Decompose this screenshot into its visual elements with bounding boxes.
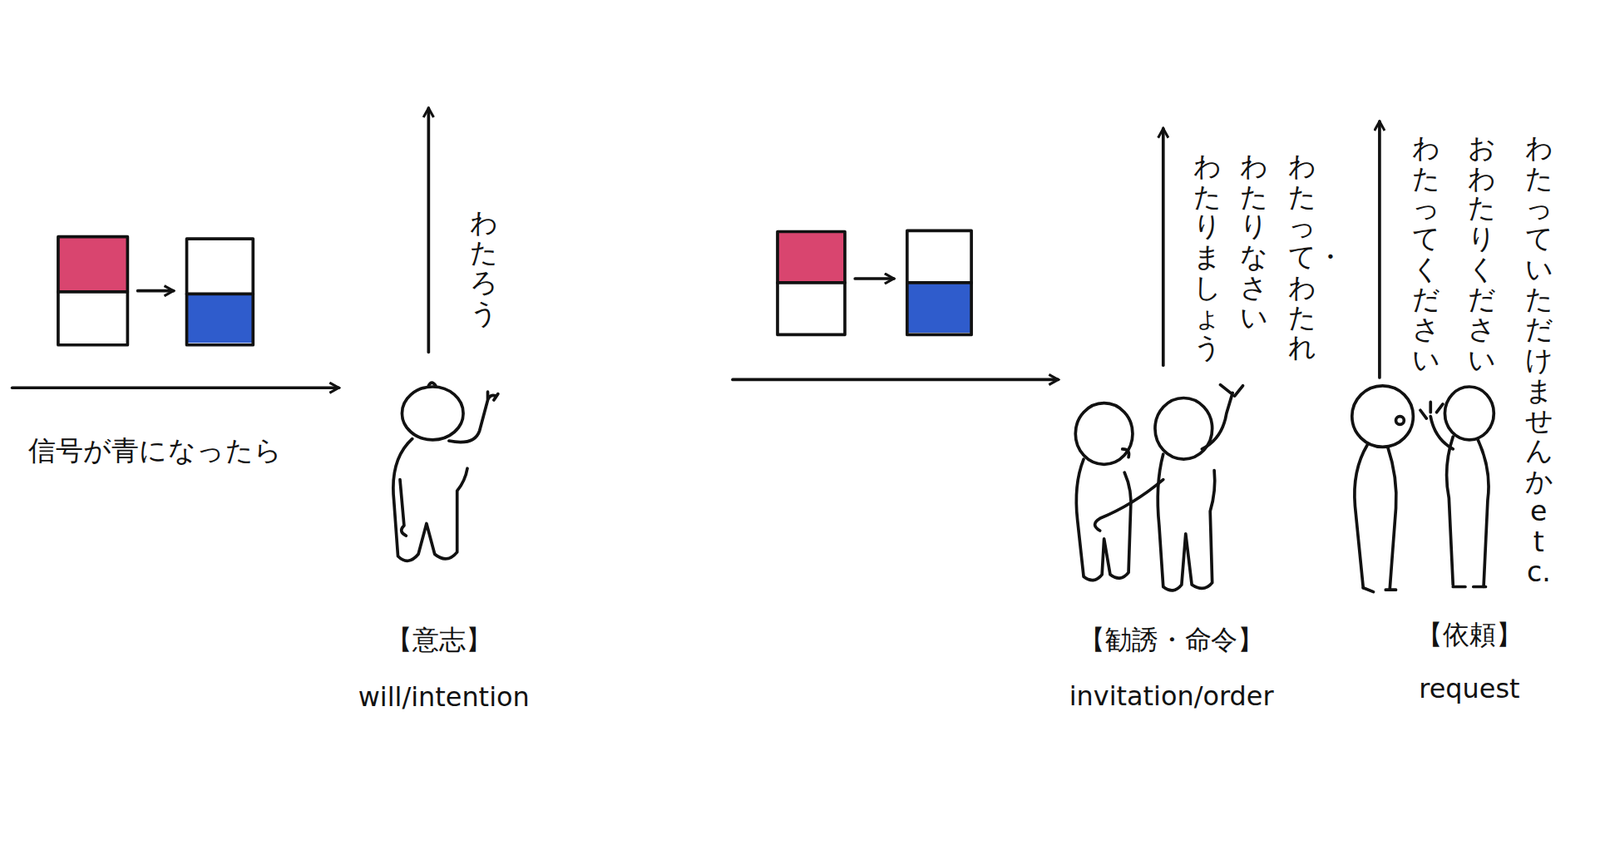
person-figure	[393, 382, 499, 561]
form-text: わたって・わたれ	[1288, 151, 1316, 364]
person-figure	[1420, 386, 1494, 587]
form-text: わたりましょう	[1193, 151, 1221, 364]
red-light	[58, 237, 128, 292]
signal-box	[907, 230, 972, 335]
signal-box	[187, 238, 254, 346]
signal-box	[777, 232, 845, 336]
english-label: request	[1418, 673, 1520, 706]
category-label: 【勧誘・命令】	[1078, 624, 1265, 657]
time-arrow	[732, 378, 1058, 382]
walk-arrow	[1161, 128, 1166, 366]
english-label: will/intention	[358, 681, 530, 714]
condition-label: 信号が青になったら	[28, 434, 283, 469]
category-label: 【意志】	[385, 624, 493, 657]
person-figure	[1075, 403, 1133, 581]
form-text: おわたりください	[1467, 133, 1496, 376]
person-figure	[1352, 385, 1414, 593]
blue-light	[187, 293, 254, 343]
category-label: 【依頼】	[1416, 619, 1523, 652]
walk-arrow	[426, 108, 430, 352]
form-text: わたってください	[1412, 133, 1440, 376]
walk-arrow	[1377, 121, 1382, 378]
signal-box	[58, 237, 128, 346]
person-figure	[1095, 385, 1244, 591]
form-text: わたろう	[469, 207, 498, 329]
time-arrow	[12, 385, 340, 390]
form-text: わたっていただけませんか etc.	[1525, 133, 1553, 588]
form-text: わたりなさい	[1239, 151, 1268, 334]
english-label: invitation/order	[1069, 680, 1275, 712]
